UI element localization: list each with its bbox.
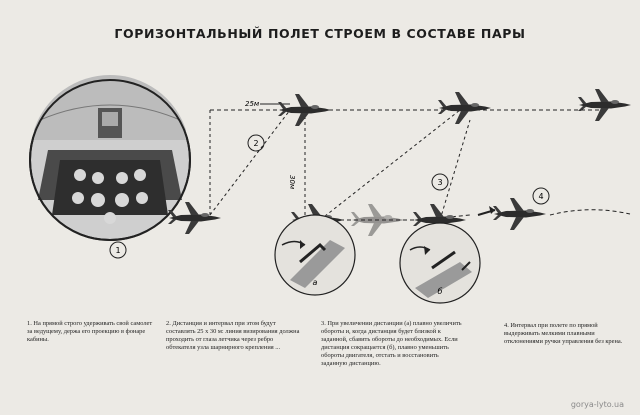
caption-step-1: 1. На прямой строго удерживать свой само… [27,320,153,343]
aircraft [168,89,631,236]
caption-step-2: 2. Дистанция и интервал при этом будут с… [166,320,300,351]
inset-b: б [399,222,481,304]
step-1-label: 1 [115,246,120,255]
aircraft-lead-2 [438,92,491,124]
flight-paths [209,103,631,221]
interval-label: 30м [288,175,296,190]
inset-a-label: а [313,278,318,287]
caption-step-4: 4. Интервал при полете по прямой выдержи… [504,322,623,345]
step-3-label: 3 [437,178,442,187]
inset-a: а [274,214,356,296]
aircraft-wing-4 [493,198,546,230]
aircraft-ghost [351,204,404,236]
inset-b-label: б [438,287,443,296]
watermark: gorya-lyto.ua [570,400,624,409]
aircraft-lead-3 [578,89,631,121]
step-2-label: 2 [253,139,258,148]
distance-label: 25м [245,100,260,108]
cockpit-view: 1 [29,74,191,259]
step-4-label: 4 [538,192,543,201]
diagram-title: ГОРИЗОНТАЛЬНЫЙ ПОЛЕТ СТРОЕМ В СОСТАВЕ ПА… [114,26,526,41]
aircraft-lead-1 [278,94,331,126]
caption-step-3: 3. При увеличении дистанции (а) плавно у… [321,320,462,367]
